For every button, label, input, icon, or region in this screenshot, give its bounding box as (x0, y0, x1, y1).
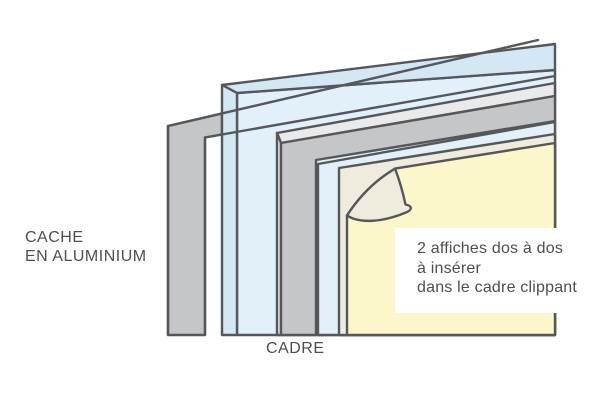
aluminium-cover-outlines (166, 38, 557, 337)
cover-outer-top-edge (166, 38, 540, 128)
note-line-1: 2 affiches dos à dos (417, 240, 563, 257)
cadre-label: CADRE (266, 340, 325, 357)
cadre-front-face (279, 94, 557, 337)
front-clear-panel-left-edge (220, 83, 239, 337)
cover-inner-top-edge (203, 74, 557, 139)
diagram-labels: CACHE EN ALUMINIUM CADRE (25, 229, 325, 357)
note-line-2: à insérer (417, 260, 482, 277)
cache-aluminium-label-line2: EN ALUMINIUM (25, 248, 147, 265)
note-box-group: 2 affiches dos à dos à insérer dans le c… (395, 228, 592, 313)
aluminium-cover-layer (166, 112, 224, 337)
note-box (395, 228, 592, 313)
cache-aluminium-label-line1: CACHE (25, 229, 84, 246)
note-line-3: dans le cadre clippant (417, 279, 577, 296)
cadre-layer (275, 81, 557, 337)
aluminium-cover-face (166, 112, 224, 337)
page-curl-flap (345, 167, 412, 222)
